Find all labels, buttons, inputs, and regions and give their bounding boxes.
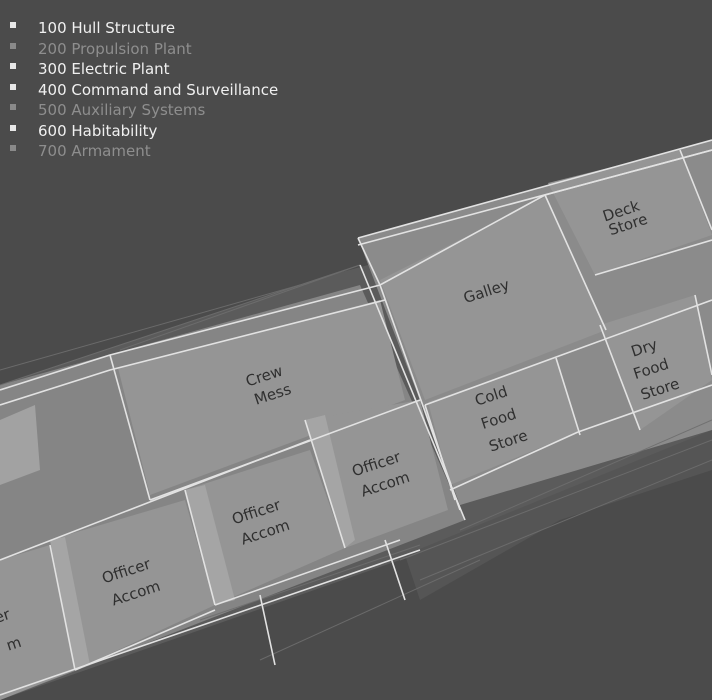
legend-item-label: 100 Hull Structure: [38, 19, 176, 37]
legend-item-hull-structure[interactable]: 100 Hull Structure: [10, 18, 278, 39]
bullet-icon: [10, 63, 16, 70]
structure-mesh: [0, 264, 712, 661]
legend-item-habitability[interactable]: 600 Habitability: [10, 121, 278, 142]
label-line: m: [4, 633, 23, 655]
bullet-icon: [10, 42, 16, 49]
legend-item-label: 300 Electric Plant: [38, 60, 170, 78]
room-walls: [0, 405, 355, 670]
bullet-icon: [10, 83, 16, 90]
bullet-icon: [10, 145, 16, 152]
hull-lower-strip: [405, 430, 712, 600]
swbs-layer-legend: 100 Hull Structure 200 Propulsion Plant …: [10, 18, 278, 162]
compartment-grid: [0, 139, 712, 696]
legend-item-label: 600 Habitability: [38, 121, 158, 140]
legend-item-auxiliary-systems[interactable]: 500 Auxiliary Systems: [10, 100, 278, 121]
legend-item-electric-plant[interactable]: 300 Electric Plant: [10, 59, 278, 80]
legend-item-command-surveillance[interactable]: 400 Command and Surveillance: [10, 80, 278, 101]
legend-item-armament[interactable]: 700 Armament: [10, 141, 278, 162]
bullet-icon: [10, 104, 16, 111]
legend-item-label: 200 Propulsion Plant: [38, 39, 192, 58]
label-officer-accom-partial: er m: [0, 604, 26, 656]
legend-item-label: 700 Armament: [38, 142, 151, 160]
legend-item-label: 500 Auxiliary Systems: [38, 101, 206, 119]
bullet-icon: [10, 22, 16, 29]
legend-item-label: 400 Command and Surveillance: [38, 80, 279, 99]
legend-item-propulsion-plant[interactable]: 200 Propulsion Plant: [10, 39, 278, 60]
label-dry-food-store: Dry Food Store: [624, 332, 682, 404]
bullet-icon: [10, 124, 16, 131]
